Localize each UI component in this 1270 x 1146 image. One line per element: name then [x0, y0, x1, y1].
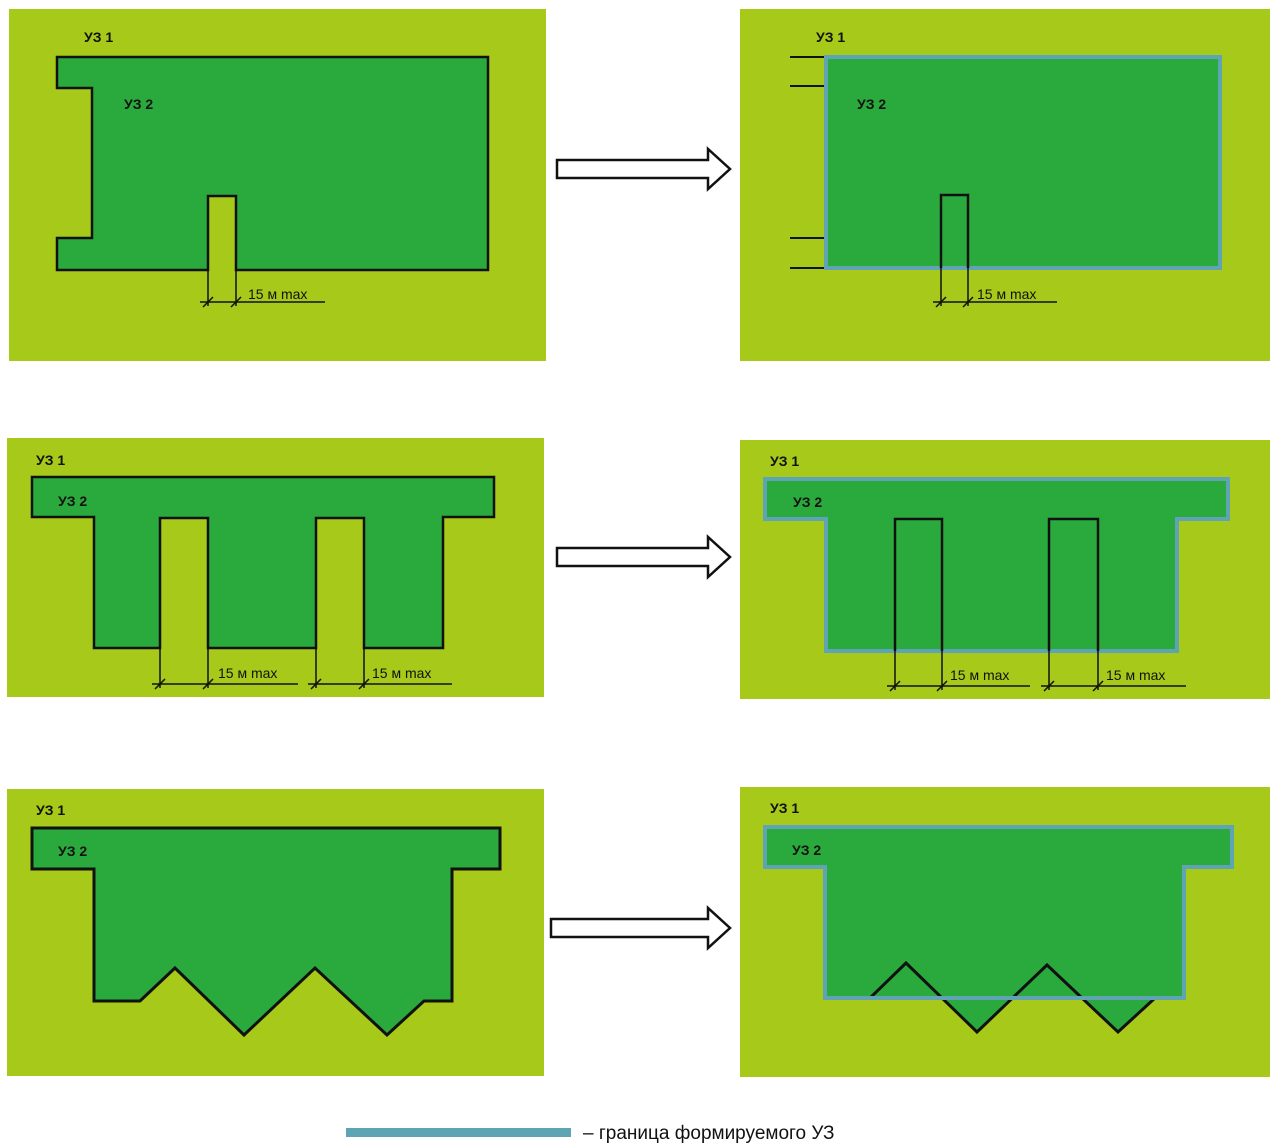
- dimension-marker: [200, 270, 325, 308]
- dimension-marker: [933, 268, 1057, 308]
- dimension-marker: [1041, 651, 1186, 692]
- label-uz1: УЗ 1: [36, 802, 65, 818]
- label-uz1: УЗ 1: [770, 453, 799, 469]
- label-uz1: УЗ 1: [36, 452, 65, 468]
- dimension-label: 15 м max: [372, 665, 431, 681]
- formed-plot-boundary: [763, 477, 1230, 653]
- dimension-label: 15 м max: [248, 286, 307, 302]
- panel-row2-before: УЗ 1 УЗ 2 15 м max 15 м max: [7, 438, 544, 697]
- plot-uz2-shape: [55, 55, 490, 272]
- arrow-right-icon: [555, 146, 732, 192]
- dimension-label: 15 м max: [977, 286, 1036, 302]
- dimension-marker: [152, 648, 298, 690]
- panel-row3-after: УЗ 1 УЗ 2: [740, 787, 1270, 1077]
- dimension-label: 15 м max: [218, 665, 277, 681]
- label-uz2: УЗ 2: [58, 493, 87, 509]
- formed-plot-boundary: [763, 825, 1234, 1000]
- label-uz1: УЗ 1: [84, 29, 113, 45]
- slot-outline: [1047, 517, 1100, 651]
- dimension-marker: [308, 648, 452, 690]
- label-uz2: УЗ 2: [124, 96, 153, 112]
- panel-row2-after: УЗ 1 УЗ 2 15 м max 15 м max: [740, 440, 1270, 699]
- arrow-right-icon: [549, 905, 732, 951]
- slot-outline: [939, 193, 970, 268]
- panel-row1-after: УЗ 1 УЗ 2 15 м max: [740, 9, 1270, 361]
- dimension-label: 15 м max: [1106, 667, 1165, 683]
- label-uz2: УЗ 2: [58, 843, 87, 859]
- plot-uz2-shape: [30, 475, 496, 650]
- plot-uz2-shape: [30, 826, 502, 1038]
- panel-row1-before: УЗ 1 УЗ 2 15 м max: [9, 9, 546, 361]
- arrow-right-icon: [555, 534, 732, 580]
- panel-row3-before: УЗ 1 УЗ 2: [7, 789, 544, 1076]
- slot-outline: [893, 517, 944, 651]
- label-uz2: УЗ 2: [792, 842, 821, 858]
- legend: – граница формируемого УЗ: [346, 1123, 835, 1144]
- label-uz1: УЗ 1: [816, 29, 845, 45]
- legend-swatch: [346, 1128, 571, 1137]
- legend-text: – граница формируемого УЗ: [583, 1123, 835, 1144]
- formed-plot-boundary: [824, 55, 1222, 270]
- label-uz2: УЗ 2: [793, 494, 822, 510]
- label-uz1: УЗ 1: [770, 800, 799, 816]
- dimension-marker: [887, 651, 1030, 692]
- label-uz2: УЗ 2: [857, 96, 886, 112]
- dimension-label: 15 м max: [950, 667, 1009, 683]
